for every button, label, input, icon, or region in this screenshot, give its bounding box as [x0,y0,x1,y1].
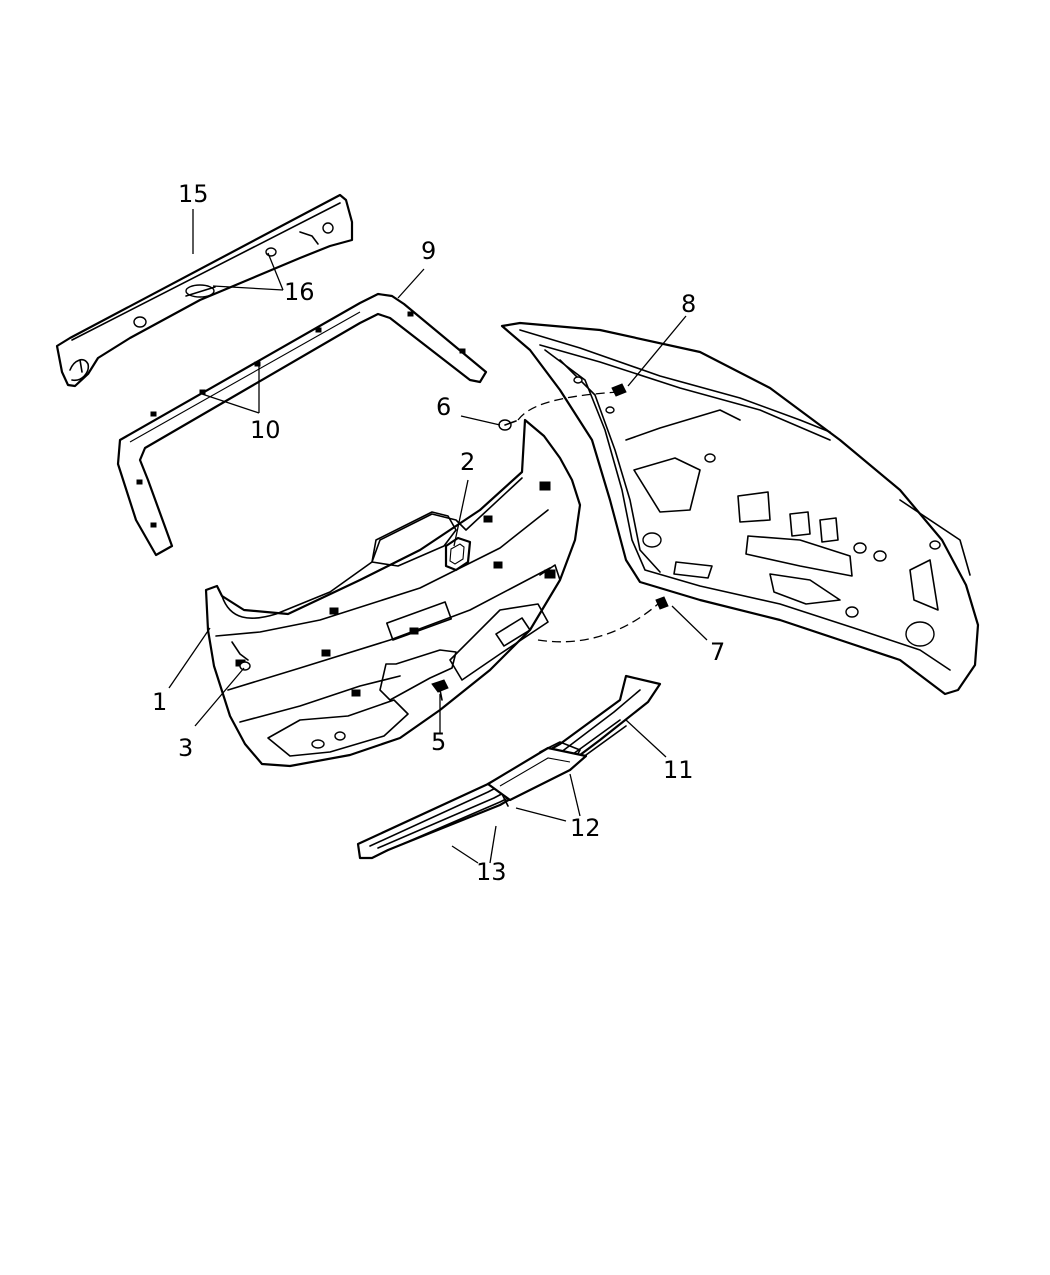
callout-8: 8 [681,290,696,318]
callout-10: 10 [250,416,281,444]
liftgate-inner-body [500,321,980,696]
scuff-plate-part-11 [356,674,662,860]
dashed-line-7 [537,603,659,643]
callout-2: 2 [460,448,475,476]
callout-3: 3 [178,734,193,762]
window-frame-trim-part-9 [116,292,488,557]
callout-6: 6 [436,393,451,421]
callout-9: 9 [421,237,436,265]
clip-part-7 [655,596,669,610]
liftgate-trim-panel-part-1 [204,418,582,768]
upper-header-trim-part-15 [55,193,354,388]
screw-part-5 [431,679,449,701]
clip-part-8 [611,383,627,397]
callout-7: 7 [710,638,725,666]
callout-15: 15 [178,180,209,208]
callout-16: 16 [284,278,315,306]
light-lens-part-2 [444,536,472,572]
callout-labels: 15 16 9 10 8 6 2 1 3 5 7 11 12 13 [152,180,725,886]
clip-part-3 [239,661,251,671]
screw-part-6 [498,419,517,431]
callout-1: 1 [152,688,167,716]
leader-lines [168,209,708,864]
callout-12: 12 [570,814,601,842]
callout-13: 13 [476,858,507,886]
callout-11: 11 [663,756,694,784]
callout-5: 5 [431,728,446,756]
dashed-line-6 [517,391,619,421]
